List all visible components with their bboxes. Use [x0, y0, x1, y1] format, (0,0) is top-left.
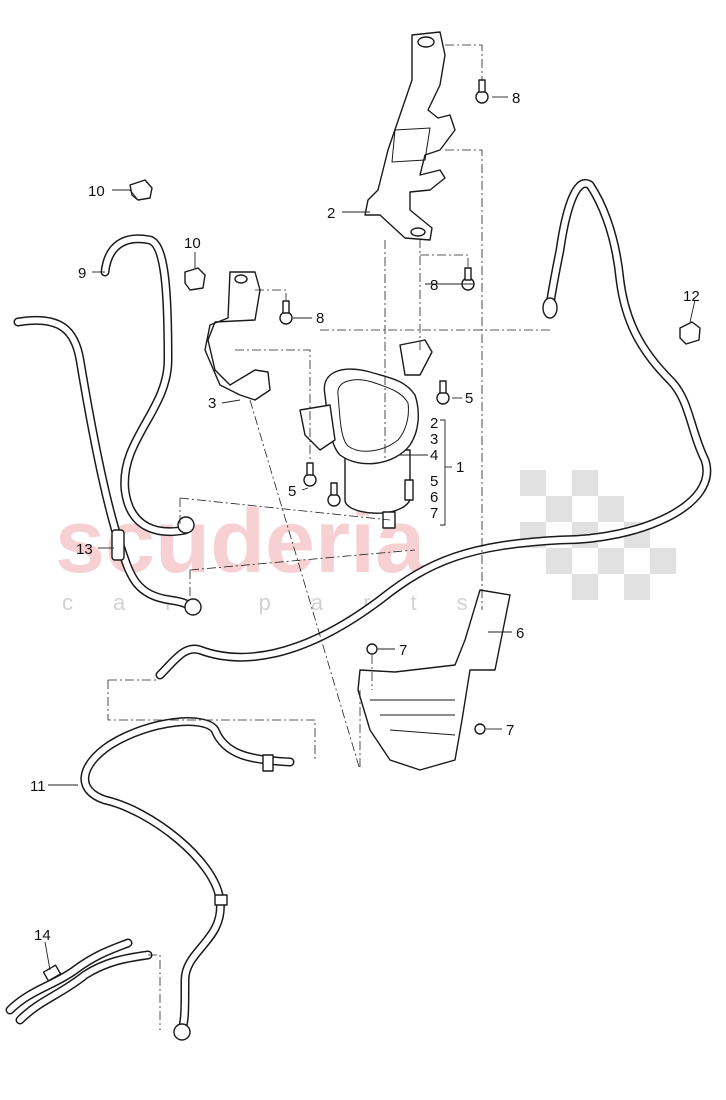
hose-clamp: [262, 754, 274, 772]
fuel-line-13: [13, 315, 202, 616]
hose-clip-10-upper: [129, 179, 153, 201]
callout-12: 12: [683, 288, 700, 305]
callout-9: 9: [78, 265, 86, 282]
watermark-tagline: car parts: [62, 590, 508, 615]
carbon-canister: [299, 339, 433, 529]
hose-clip-10-lower: [184, 267, 206, 291]
callout-6: 6: [430, 489, 438, 506]
callout-7: 7: [399, 642, 407, 659]
callout-8: 8: [316, 310, 324, 327]
callout-5: 5: [465, 390, 473, 407]
bolt-5-bottom: [327, 482, 341, 507]
bracket-hole: [410, 227, 426, 237]
callout-7: 7: [430, 505, 438, 522]
bracket-hole: [417, 36, 435, 48]
callout-4: 4: [430, 447, 438, 464]
callout-2: 2: [327, 205, 335, 222]
hose-sleeve: [111, 529, 125, 561]
callout-10: 10: [88, 183, 105, 200]
mounting-bracket-lower: [357, 589, 511, 771]
bolt-5-left: [303, 462, 317, 487]
bolt-8-middle: [461, 267, 475, 291]
bolt-5-right: [436, 380, 450, 405]
callout-6: 6: [516, 625, 524, 642]
assembly-lines: [107, 44, 550, 1030]
hose-connector: [173, 1023, 191, 1041]
fuel-line-11: [80, 717, 295, 1041]
hose-connector: [177, 516, 195, 534]
hose-connector: [184, 598, 202, 616]
canister-port: [404, 479, 414, 501]
hose-clamp: [214, 894, 228, 906]
callout-2: 2: [430, 415, 438, 432]
callout-7: 7: [506, 722, 514, 739]
bolt-7-lower: [474, 723, 486, 735]
fuel-line-14: [5, 938, 153, 1025]
callout-3: 3: [208, 395, 216, 412]
fuel-line-12: [155, 179, 712, 680]
callout-14: 14: [34, 927, 51, 944]
fuel-line-9: [100, 234, 195, 537]
callout-10: 10: [184, 235, 201, 252]
callout-5: 5: [288, 483, 296, 500]
leader-lines: [44, 96, 696, 971]
callout-13: 13: [76, 541, 93, 558]
hose-connector: [542, 297, 558, 319]
bolt-8-upper: [475, 79, 489, 104]
callout-5: 5: [430, 473, 438, 490]
callout-3: 3: [430, 431, 438, 448]
bracket-hole: [234, 274, 248, 284]
bolt-8-left: [279, 300, 293, 325]
callouts: 8 2 8 8 3 5 2 3 4 1 5 6 7 5 6 7 7 10 10 …: [30, 90, 700, 944]
callout-11: 11: [30, 778, 46, 795]
mounting-bracket-upper: [364, 31, 456, 241]
hose-clip-12: [679, 321, 701, 345]
mounting-bracket-small: [204, 271, 271, 401]
callout-8: 8: [430, 277, 438, 294]
callout-8: 8: [512, 90, 520, 107]
callout-1: 1: [456, 459, 464, 476]
bolt-7-upper: [366, 643, 378, 655]
